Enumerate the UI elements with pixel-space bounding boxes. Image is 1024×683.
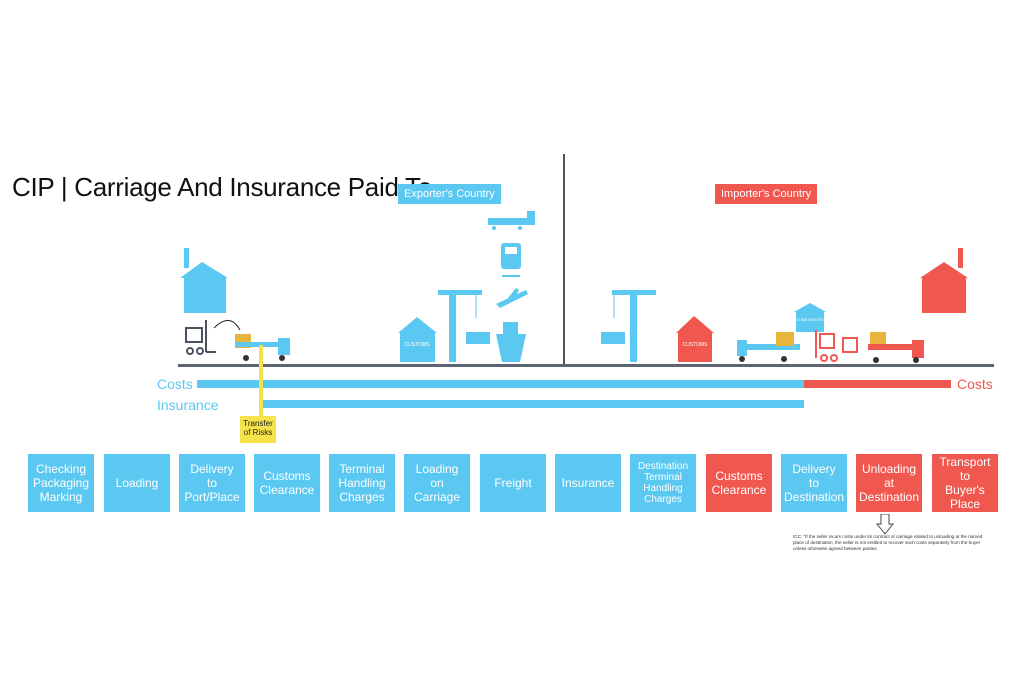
step-transport-to-buyer: Transport to Buyer's Place	[932, 454, 998, 512]
transfer-of-risks-label: Transfer of Risks	[240, 416, 276, 443]
export-customs-house-icon: CUSTOMS	[398, 317, 437, 362]
transfer-of-risks-line	[259, 345, 263, 417]
costs-bar-seller	[197, 380, 804, 388]
insurance-bar	[263, 400, 804, 408]
exporter-country-label: Exporter's Country	[398, 184, 501, 204]
costs-label-seller: Costs	[157, 376, 193, 392]
destination-sign: DESTINATION POINT	[790, 317, 830, 322]
step-delivery-to-destination: Delivery to Destination	[781, 454, 847, 512]
step-terminal-handling: Terminal Handling Charges	[329, 454, 395, 512]
costs-bar-buyer	[804, 380, 951, 388]
customs-sign-export: CUSTOMS	[405, 342, 431, 348]
customs-sign-import: CUSTOMS	[683, 342, 709, 348]
seller-truck-icon	[235, 334, 290, 361]
step-delivery-to-port: Delivery to Port/Place	[179, 454, 245, 512]
step-freight: Freight	[480, 454, 546, 512]
step-unloading-at-destination: Unloading at Destination	[856, 454, 922, 512]
truck-trailer-icon	[488, 211, 535, 230]
step-export-customs: Customs Clearance	[254, 454, 320, 512]
step-insurance: Insurance	[555, 454, 621, 512]
step-checking-packaging: Checking Packaging Marking	[28, 454, 94, 512]
train-icon	[501, 243, 521, 277]
import-crane-icon	[601, 290, 656, 362]
buyer-truck-icon	[868, 340, 924, 363]
unloading-forklift-icon	[815, 330, 838, 362]
airplane-icon	[496, 288, 528, 308]
ship-icon	[496, 322, 526, 362]
insurance-label: Insurance	[157, 397, 219, 413]
forklift-icon	[185, 320, 216, 355]
country-divider	[563, 154, 565, 364]
step-loading: Loading	[104, 454, 170, 512]
seller-warehouse-icon	[180, 248, 228, 313]
loading-arrow	[213, 320, 241, 331]
step-loading-on-carriage: Loading on Carriage	[404, 454, 470, 512]
step-destination-terminal-handling: Destination Terminal Handling Charges	[630, 454, 696, 512]
ground-line	[178, 364, 994, 367]
delivery-truck-icon	[737, 332, 800, 362]
import-customs-house-icon: CUSTOMS	[676, 316, 714, 362]
pallet-icon	[842, 332, 886, 353]
page-title: CIP | Carriage And Insurance Paid To	[12, 172, 432, 202]
export-crane-icon	[438, 290, 490, 362]
footnote-arrow-icon	[876, 514, 894, 535]
step-import-customs: Customs Clearance	[706, 454, 772, 512]
buyer-warehouse-icon	[920, 248, 968, 313]
costs-label-buyer: Costs	[957, 376, 993, 392]
destination-point-icon: DESTINATION POINT	[790, 303, 831, 332]
importer-country-label: Importer's Country	[715, 184, 818, 204]
icc-footnote: ICC: "If the seller incurs costs under i…	[793, 534, 983, 551]
